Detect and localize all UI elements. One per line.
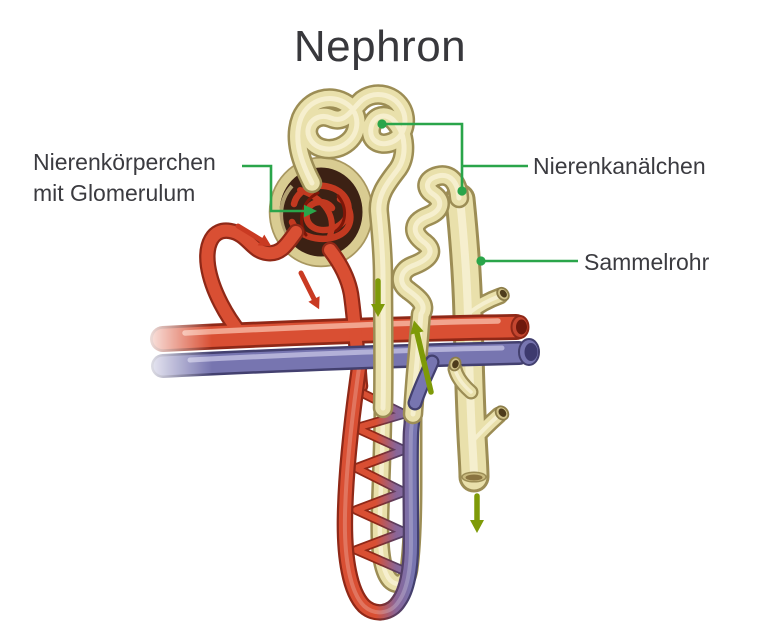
label-collecting-duct: Sammelrohr xyxy=(584,249,710,275)
label-renal-corpuscle-line2: mit Glomerulum xyxy=(33,180,196,206)
tubule-branch-opening xyxy=(448,356,462,372)
artery-cut-end xyxy=(510,315,530,339)
vein-cut-end xyxy=(518,338,540,366)
vein-sheen xyxy=(187,345,505,363)
page-title: Nephron xyxy=(293,22,467,71)
label-renal-tubule: Nierenkanälchen xyxy=(533,153,706,179)
renal-corpuscle-pointer xyxy=(242,164,317,218)
collecting-duct-pointer xyxy=(476,256,578,266)
urine-flow-arrow xyxy=(470,493,484,533)
blood-flow-arrow xyxy=(235,223,320,310)
collecting-duct-openings xyxy=(461,286,510,483)
label-renal-corpuscle: Nierenkörperchen mit Glomerulum xyxy=(33,147,216,209)
vessel-fade xyxy=(138,310,212,384)
filtrate-flow-arrow xyxy=(371,278,434,395)
artery-sheen xyxy=(182,318,501,336)
renal-tubule-pointer xyxy=(377,119,528,196)
label-renal-corpuscle-line1: Nierenkörperchen xyxy=(33,149,216,175)
